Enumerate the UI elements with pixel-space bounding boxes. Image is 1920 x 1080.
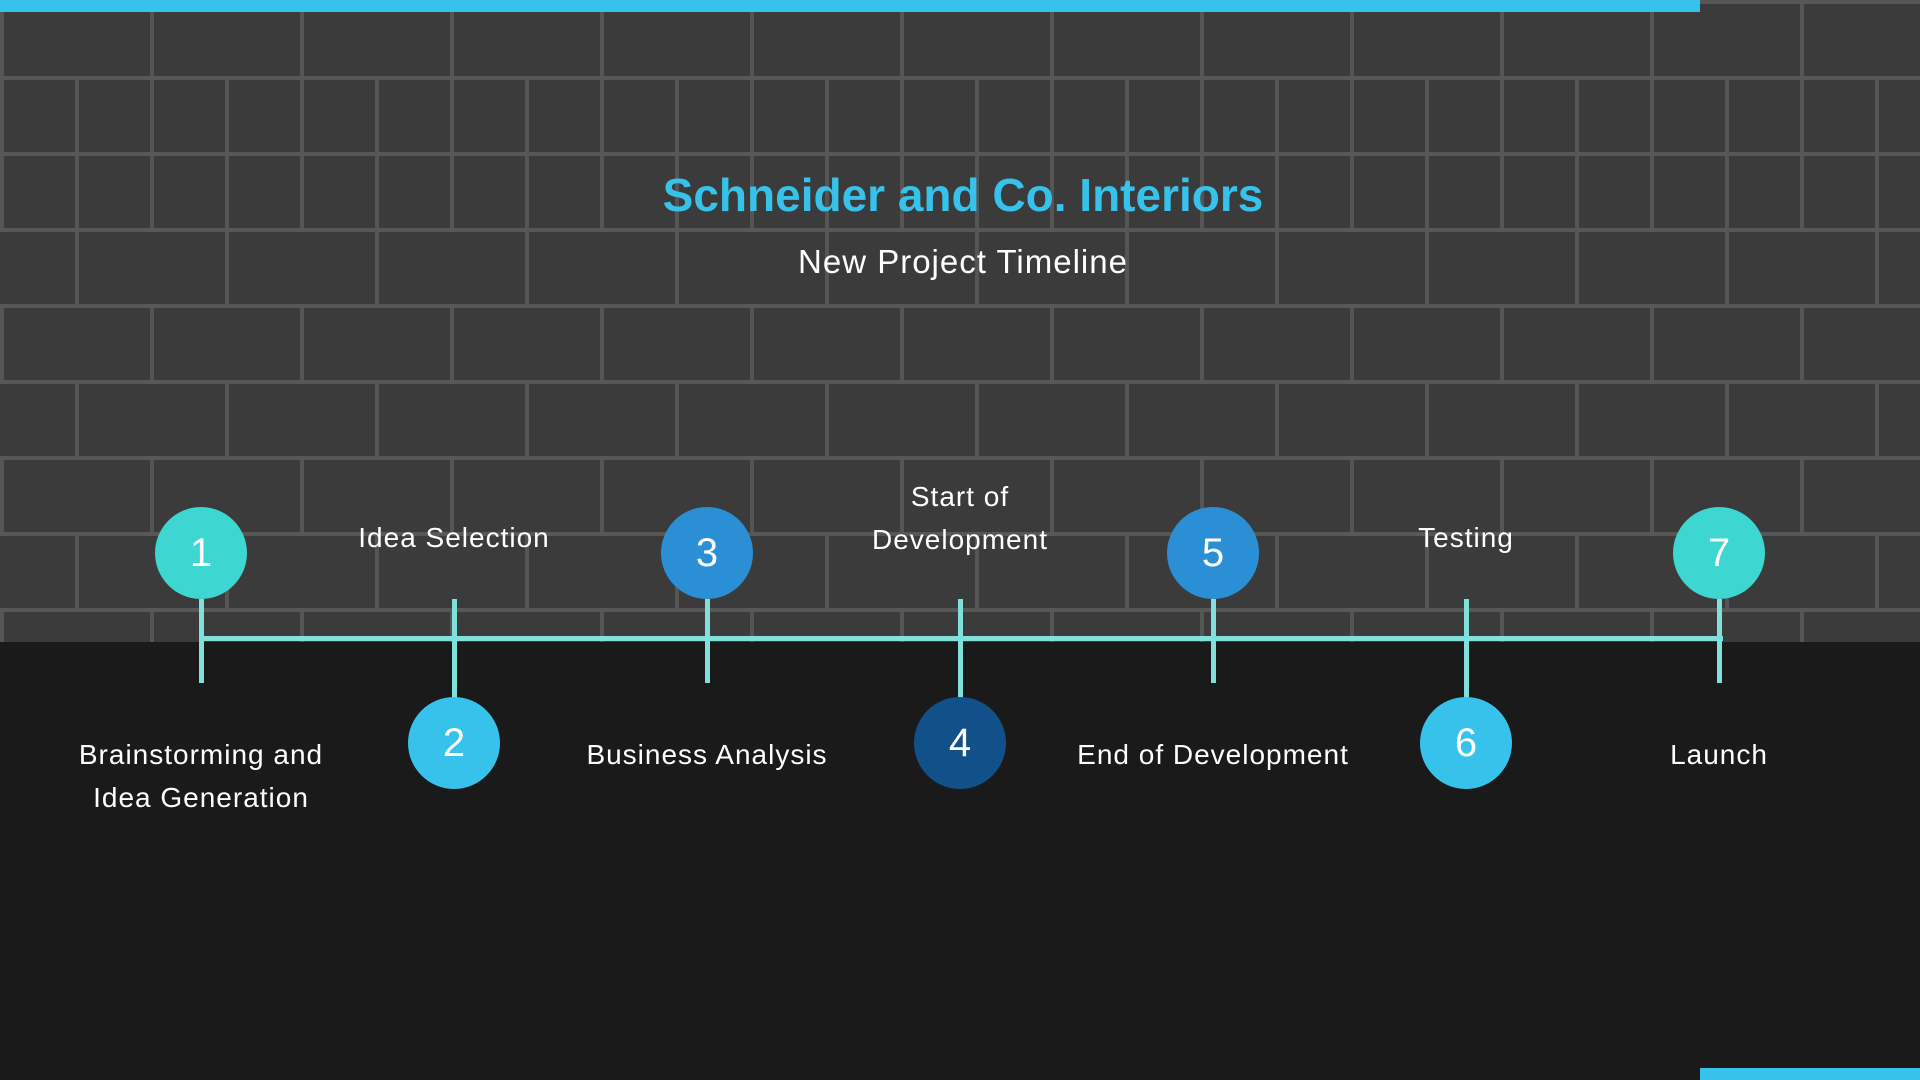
step-2-circle: 2	[408, 697, 500, 789]
step-tick	[452, 599, 457, 699]
step-3-label: Business Analysis	[586, 739, 828, 770]
bottom-accent-bar	[1700, 1068, 1920, 1080]
step-7-circle: 7	[1673, 507, 1765, 599]
top-accent-bar	[0, 0, 1700, 12]
step-3-circle: 3	[661, 507, 753, 599]
step-tick	[705, 599, 710, 683]
step-tick	[199, 599, 204, 683]
step-5-label: End of Development	[1077, 739, 1349, 770]
step-1-circle: 1	[155, 507, 247, 599]
step-tick	[1717, 599, 1722, 683]
step-5-circle: 5	[1167, 507, 1259, 599]
step-6-label: Testing	[1418, 522, 1514, 553]
step-7-label: Launch	[1670, 739, 1768, 770]
step-tick	[1211, 599, 1216, 683]
brick-mortar-lines	[0, 0, 1920, 642]
step-1-label: Brainstorming and Idea Generation	[78, 739, 324, 813]
step-4-label: Start of Development	[872, 481, 1048, 555]
step-tick	[1464, 599, 1469, 699]
step-4-circle: 4	[914, 697, 1006, 789]
step-6-circle: 6	[1420, 697, 1512, 789]
step-tick	[958, 599, 963, 699]
step-2-label: Idea Selection	[358, 522, 550, 553]
timeline-subtitle: New Project Timeline	[798, 243, 1128, 280]
company-title: Schneider and Co. Interiors	[662, 169, 1264, 221]
